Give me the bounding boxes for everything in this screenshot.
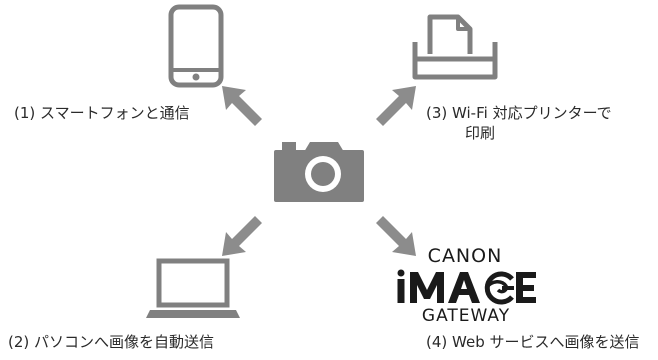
label-printer-line2: 印刷 [465, 124, 496, 142]
camera-icon [274, 142, 364, 202]
arrow-to-printer [376, 86, 416, 126]
label-computer: (2) パソコンへ画像を自動送信 [8, 333, 215, 351]
smartphone-icon [168, 4, 224, 88]
arrow-to-smartphone [222, 86, 262, 126]
label-printer-line1: (3) Wi-Fi 対応プリンターで [426, 104, 612, 122]
logo-gateway-text: GATEWAY [421, 306, 511, 326]
arrow-to-web-service [376, 216, 416, 256]
label-smartphone: (1) スマートフォンと通信 [14, 104, 190, 122]
laptop-icon [146, 258, 240, 318]
logo-canon-text: CANON [427, 245, 503, 267]
printer-icon [412, 14, 498, 80]
label-web-service: (4) Web サービスへ画像を送信 [426, 333, 640, 351]
arrow-to-laptop [222, 216, 262, 256]
image-gateway-logo [397, 269, 536, 305]
